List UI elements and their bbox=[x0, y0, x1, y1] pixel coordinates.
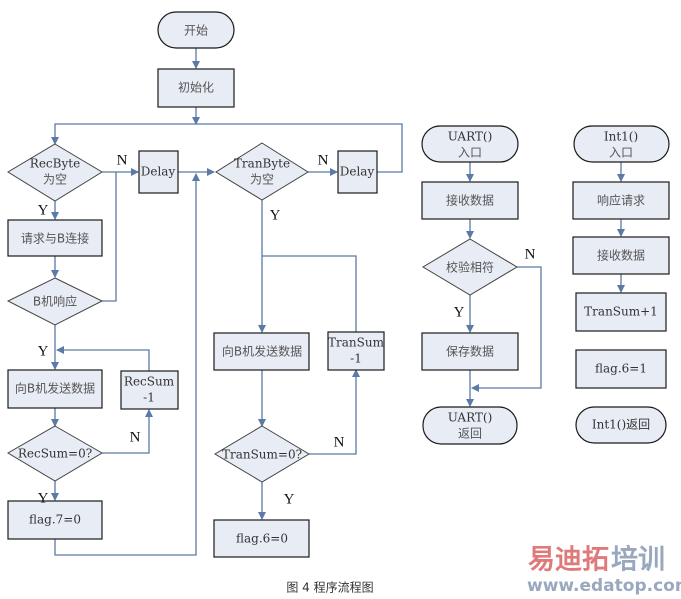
label-transumzero-no: N bbox=[334, 434, 345, 450]
int1-transum-inc-node: TranSum+1 bbox=[575, 292, 667, 332]
transum-dec-node: TranSum -1 bbox=[327, 331, 385, 371]
label-recsumzero-yes: Y bbox=[38, 490, 49, 506]
edge-bresp-no bbox=[102, 172, 117, 302]
tranbyte-empty-label: 为空 bbox=[250, 173, 274, 187]
uart-return-label: UART() bbox=[448, 411, 493, 425]
watermark-brand-red: 易迪拓 bbox=[528, 545, 609, 576]
recsum-dec-label: RecSum bbox=[124, 375, 175, 389]
watermark-url: www.edatop.com bbox=[527, 576, 681, 596]
edge-loop-top bbox=[51, 123, 403, 173]
int1-return-node: Int1()返回 bbox=[575, 406, 667, 444]
int1-entry-sub: 入口 bbox=[609, 146, 633, 160]
edge-recsumzero-no bbox=[102, 409, 153, 454]
uart-check-decision: 校验相符 bbox=[422, 238, 518, 296]
b-response-label: B机响应 bbox=[33, 294, 77, 309]
init-node: 初始化 bbox=[157, 68, 235, 108]
label-transumzero-yes: Y bbox=[284, 491, 295, 507]
transum-zero-label: TranSum=0? bbox=[222, 448, 302, 462]
uart-check-label: 校验相符 bbox=[446, 260, 494, 275]
request-b-node: 请求与B连接 bbox=[7, 219, 103, 257]
send-b-1-label: 向B机发送数据 bbox=[15, 381, 95, 396]
delay1-label: Delay bbox=[141, 165, 176, 179]
edge-transumzero-no bbox=[309, 369, 360, 455]
uart-receive-node: 接收数据 bbox=[421, 181, 519, 220]
transum-dec-value: -1 bbox=[350, 352, 362, 366]
edge-flag7-loop bbox=[54, 173, 200, 556]
watermark: 易迪拓 培训 www.edatop.com bbox=[527, 545, 681, 597]
uart-receive-label: 接收数据 bbox=[446, 193, 494, 208]
flag6-zero-node: flag.6=0 bbox=[213, 519, 310, 558]
delay2-label: Delay bbox=[340, 165, 375, 179]
int1-respond-label: 响应请求 bbox=[597, 193, 645, 208]
label-recbyte-no: N bbox=[117, 152, 128, 168]
tranbyte-empty-decision: TranByte 为空 bbox=[215, 142, 309, 201]
int1-transum-inc-label: TranSum+1 bbox=[584, 305, 658, 319]
request-b-label: 请求与B连接 bbox=[21, 231, 89, 246]
label-uartcheck-yes: Y bbox=[454, 304, 465, 320]
edge-uart-check-no bbox=[471, 266, 542, 392]
uart-entry-sub: 入口 bbox=[458, 146, 482, 160]
recbyte-label: RecByte bbox=[30, 157, 80, 171]
recbyte-empty-label: 为空 bbox=[43, 173, 67, 187]
send-b-node-1: 向B机发送数据 bbox=[7, 369, 103, 409]
uart-save-node: 保存数据 bbox=[421, 332, 519, 371]
init-label: 初始化 bbox=[178, 81, 214, 95]
int1-flag6-label: flag.6=1 bbox=[595, 362, 647, 376]
int1-entry-node: Int1() 入口 bbox=[573, 125, 670, 163]
edges bbox=[51, 48, 625, 556]
recsum-dec-value: -1 bbox=[143, 391, 155, 405]
label-recbyte-yes: Y bbox=[38, 202, 49, 218]
int1-receive-node: 接收数据 bbox=[572, 236, 670, 275]
recsum-zero-label: RecSum=0? bbox=[18, 447, 92, 461]
edge-transumdec-loop bbox=[262, 255, 357, 332]
delay1-node: Delay bbox=[138, 150, 179, 194]
label-tranbyte-no: N bbox=[318, 152, 329, 168]
tranbyte-label: TranByte bbox=[234, 157, 290, 171]
recsum-dec-node: RecSum -1 bbox=[120, 370, 179, 410]
send-b-2-label: 向B机发送数据 bbox=[222, 344, 302, 359]
start-node: 开始 bbox=[157, 11, 235, 49]
b-response-decision: B机响应 bbox=[6, 277, 104, 326]
uart-return-node: UART() 返回 bbox=[422, 406, 518, 445]
uart-entry-label: UART() bbox=[448, 130, 493, 144]
transum-dec-label: TranSum bbox=[328, 336, 385, 350]
int1-entry-label: Int1() bbox=[604, 130, 638, 144]
transum-zero-decision: TranSum=0? bbox=[214, 425, 310, 483]
int1-respond-node: 响应请求 bbox=[572, 181, 670, 220]
watermark-brand-blue: 培训 bbox=[611, 545, 665, 576]
delay2-node: Delay bbox=[337, 150, 378, 194]
label-uartcheck-no: N bbox=[525, 246, 536, 262]
uart-entry-node: UART() 入口 bbox=[421, 125, 519, 163]
flag7-label: flag.7=0 bbox=[29, 513, 81, 527]
flag7-node: flag.7=0 bbox=[7, 500, 103, 540]
recsum-zero-decision: RecSum=0? bbox=[7, 425, 103, 482]
label-bresp-yes: Y bbox=[38, 343, 49, 359]
figure-caption: 图 4 程序流程图 bbox=[286, 580, 373, 595]
uart-return-sub: 返回 bbox=[458, 427, 482, 441]
int1-receive-label: 接收数据 bbox=[597, 248, 645, 263]
branch-labels: N Y Y N Y N Y N Y N Y bbox=[38, 152, 536, 507]
int1-flag6-node: flag.6=1 bbox=[575, 349, 667, 389]
flag6-zero-label: flag.6=0 bbox=[236, 532, 288, 546]
label-tranbyte-yes: Y bbox=[270, 207, 281, 223]
recbyte-empty-decision: RecByte 为空 bbox=[7, 143, 103, 202]
start-label: 开始 bbox=[184, 24, 208, 38]
send-b-node-2: 向B机发送数据 bbox=[213, 332, 310, 371]
label-recsumzero-no: N bbox=[130, 429, 141, 445]
edge-recsumdec-loop bbox=[56, 346, 150, 371]
uart-save-label: 保存数据 bbox=[446, 344, 494, 359]
int1-return-label: Int1()返回 bbox=[592, 418, 650, 432]
